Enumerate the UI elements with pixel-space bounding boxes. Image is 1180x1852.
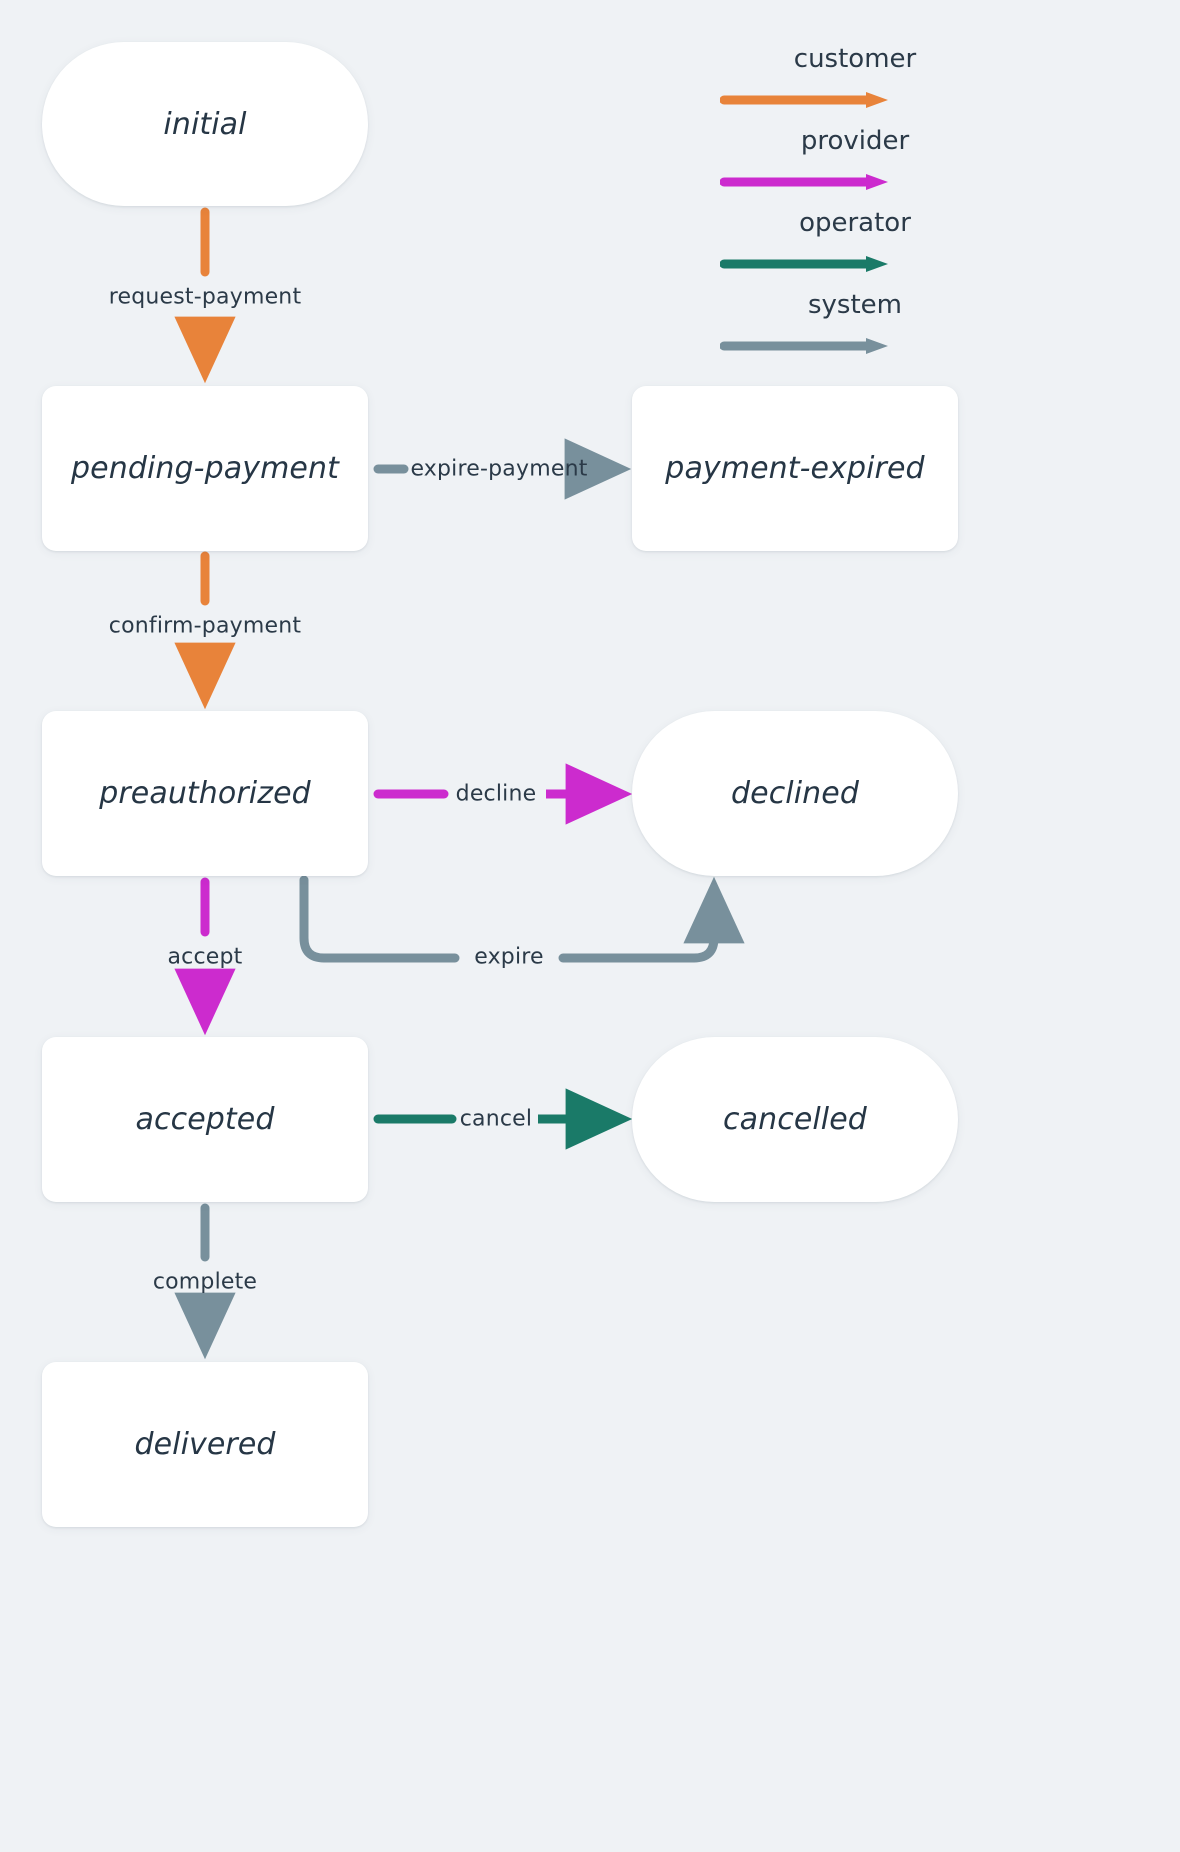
state-node-initial[interactable]: initial <box>42 42 368 206</box>
legend-label: customer <box>793 44 917 74</box>
legend-item-system: system <box>700 290 1020 372</box>
edge-label-expire: expire <box>474 944 544 970</box>
state-node-delivered[interactable]: delivered <box>42 1362 368 1527</box>
edge-label-accept: accept <box>167 944 243 970</box>
state-node-accepted[interactable]: accepted <box>42 1037 368 1202</box>
state-node-label: pending-payment <box>71 451 339 486</box>
state-node-label: delivered <box>134 1427 276 1462</box>
state-node-pending-payment[interactable]: pending-payment <box>42 386 368 551</box>
legend-label: operator <box>799 208 911 238</box>
edge-label-decline: decline <box>455 781 537 807</box>
state-node-label: payment-expired <box>665 451 925 486</box>
legend-label: provider <box>800 126 910 156</box>
edge-expire <box>299 875 745 963</box>
legend-arrow-icon <box>720 256 888 272</box>
edge-label-expire-payment: expire-payment <box>410 456 588 482</box>
edge-label-cancel: cancel <box>459 1106 533 1132</box>
legend-arrow-icon <box>720 338 888 354</box>
edge-label-complete: complete <box>152 1269 258 1295</box>
state-node-label: cancelled <box>723 1102 867 1137</box>
legend-arrow-icon <box>720 92 888 108</box>
state-node-payment-expired[interactable]: payment-expired <box>632 386 958 551</box>
legend-arrow-icon <box>720 174 888 190</box>
edge-label-confirm-payment: confirm-payment <box>108 613 302 639</box>
legend-item-operator: operator <box>700 208 1020 290</box>
state-node-preauthorized[interactable]: preauthorized <box>42 711 368 876</box>
legend-label: system <box>808 290 902 320</box>
state-node-label: declined <box>731 776 859 811</box>
state-node-label: initial <box>163 106 247 142</box>
state-node-declined[interactable]: declined <box>632 711 958 876</box>
state-node-label: accepted <box>135 1102 275 1137</box>
legend: customer provider operator system <box>700 44 1020 372</box>
legend-item-customer: customer <box>700 44 1020 126</box>
edge-label-request-payment: request-payment <box>108 284 302 310</box>
state-node-label: preauthorized <box>99 776 311 811</box>
state-node-cancelled[interactable]: cancelled <box>632 1037 958 1202</box>
legend-item-provider: provider <box>700 126 1020 208</box>
